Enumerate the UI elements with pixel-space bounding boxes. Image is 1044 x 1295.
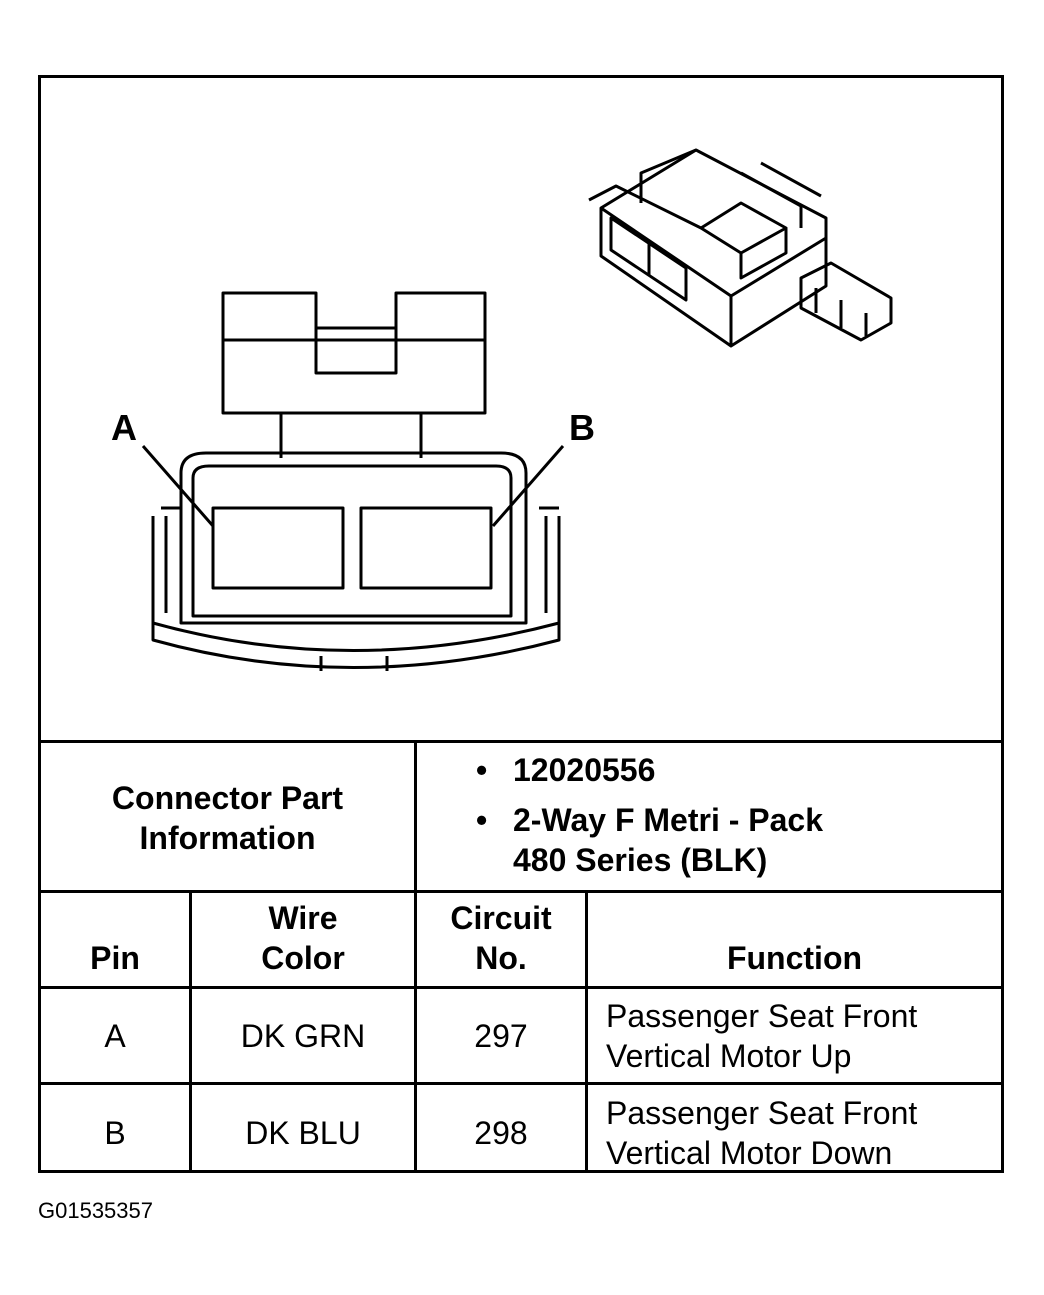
bullet-1: •: [476, 752, 488, 788]
header-pin: Pin: [90, 940, 140, 976]
row-function: Passenger Seat Front Vertical Motor Down: [606, 1093, 996, 1173]
cavity-b: [359, 506, 493, 590]
leader-line-a: [141, 445, 215, 527]
leader-line-b: [491, 445, 565, 527]
part-number: 12020556: [513, 752, 656, 788]
connector-latch: [221, 291, 487, 458]
header-wire-color-line1: Wire: [268, 900, 338, 936]
row-wire-color: DK BLU: [245, 1115, 361, 1151]
part-info-heading-line1: Connector Part: [111, 780, 344, 816]
row-circuit: 297: [474, 1018, 528, 1054]
pin-label-a: A: [111, 407, 137, 448]
header-wire-color-line2: Color: [261, 940, 345, 976]
part-info-details: • 12020556 • 2-Way F Metri - Pack 480 Se…: [476, 750, 996, 880]
part-info-heading: Connector Part Information: [41, 778, 414, 858]
header-circuit: Circuit No.: [417, 898, 585, 978]
row-function: Passenger Seat Front Vertical Motor Up: [606, 996, 996, 1076]
row-function-line1: Passenger Seat Front: [606, 1095, 918, 1131]
connector-body-front: [151, 451, 561, 671]
figure-frame: A B Connector Part Information • 1202055…: [38, 75, 1004, 1173]
bullet-2: •: [476, 802, 488, 838]
part-description-line2: 480 Series (BLK): [513, 842, 768, 878]
connector-isometric: [588, 148, 893, 348]
row-function-line2: Vertical Motor Down: [606, 1135, 893, 1171]
pin-label-b: B: [569, 407, 595, 448]
row-pin: A: [104, 1018, 126, 1054]
row-function-line1: Passenger Seat Front: [606, 998, 918, 1034]
row-pin: B: [104, 1115, 126, 1151]
row-function-line2: Vertical Motor Up: [606, 1038, 852, 1074]
header-circuit-line1: Circuit: [450, 900, 552, 936]
part-info-heading-line2: Information: [139, 820, 316, 856]
row-circuit: 298: [474, 1115, 528, 1151]
header-wire-color: Wire Color: [192, 898, 414, 978]
header-function: Function: [726, 940, 863, 976]
cavity-a: [211, 506, 345, 590]
row-wire-color: DK GRN: [240, 1018, 366, 1054]
part-description-line1: 2-Way F Metri - Pack: [513, 802, 824, 838]
header-circuit-line2: No.: [475, 940, 527, 976]
connector-diagram: A B: [111, 148, 893, 671]
figure-id: G01535357: [38, 1198, 153, 1223]
